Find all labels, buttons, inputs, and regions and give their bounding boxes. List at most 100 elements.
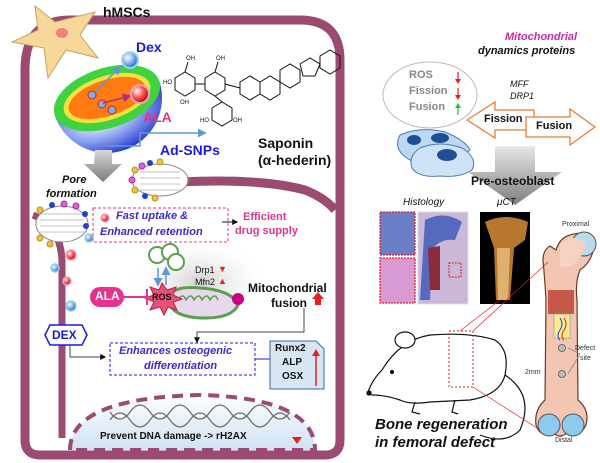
saponin-structure-icon	[174, 49, 341, 127]
mfn2-up-icon: ▲	[218, 276, 227, 286]
rat-defect-box	[448, 330, 474, 388]
pre-osteoblast-label: Pre-osteoblast	[471, 174, 555, 188]
microct-shaft	[497, 248, 510, 300]
uptake-line2: Enhanced retention	[100, 226, 203, 238]
ala-molecule-icon	[62, 276, 72, 286]
dex-molecule-icon	[50, 263, 60, 273]
marker-runx2: Runx2	[275, 343, 306, 354]
nucleus-text: Prevent DNA damage -> rH2AX	[100, 431, 247, 442]
hmsc-nucleus-icon	[56, 28, 68, 38]
rat-icon	[366, 331, 526, 440]
pre-osteoblast-cells-icon	[397, 129, 475, 177]
dex-molecule-icon	[84, 233, 94, 243]
histology-red-region	[428, 246, 440, 290]
membrane-pore-icon	[128, 158, 189, 202]
dex-connector	[69, 345, 107, 360]
cristae-icon	[177, 295, 219, 302]
ala-molecule-icon	[100, 213, 110, 223]
dex-label: Dex	[136, 39, 162, 55]
ala-release-arrow	[102, 93, 132, 104]
rh2ax-down-arrow-icon	[292, 437, 302, 444]
defect-line1: Defect	[575, 345, 596, 352]
dex-hexagon-label: DEX	[52, 328, 77, 342]
caption-line2: in femoral defect	[375, 434, 496, 451]
right-title-line1: Mitochondrial	[505, 31, 578, 43]
mito-fusion-line1: Mitochondrial	[248, 281, 327, 295]
mff-label: MFF	[510, 79, 529, 89]
defect-line2: site	[580, 355, 591, 362]
ala-pill-label: ALA	[95, 289, 120, 303]
femur-icon	[535, 231, 597, 437]
oh-label: OH	[216, 56, 225, 62]
ala-label: ALA	[143, 109, 172, 125]
marker-up-arrowhead-icon	[312, 349, 320, 356]
saponin-label: Saponin	[258, 135, 314, 151]
marker-alp: ALP	[282, 357, 302, 368]
drp1-down-icon: ▼	[218, 264, 227, 274]
histology-label: Histology	[403, 197, 445, 208]
pore-formation-arrow	[84, 150, 122, 182]
cell-label: hMSCs	[103, 4, 151, 20]
proximal-label: Proximal	[562, 221, 590, 228]
drp1-label: Drp1	[195, 265, 215, 275]
saponin-name: (α-hederin)	[258, 152, 332, 168]
ala-molecule-icon	[130, 84, 150, 104]
nucleus	[67, 392, 318, 452]
membrane-pore-icon	[35, 200, 89, 248]
markers-box	[269, 340, 325, 390]
mfn2-label: Mfn2	[195, 277, 216, 287]
dex-hexagon	[44, 324, 88, 346]
hmsc-cell-icon	[10, 4, 100, 80]
pore-label-line2: formation	[46, 188, 97, 200]
saponin-arrow	[105, 128, 207, 147]
rat-to-femur-line	[472, 386, 541, 431]
fission-down-arrow-icon	[455, 88, 461, 100]
pore-label-line1: Pore	[62, 174, 87, 186]
uct-label: μCT	[497, 197, 516, 208]
ros-label: ROS	[152, 292, 172, 302]
histology-inset-bottom	[379, 257, 416, 304]
scale-label: 2mm	[525, 369, 541, 376]
effect-ros: ROS	[409, 69, 433, 81]
mitochondria-small-icon	[148, 243, 185, 271]
dna-helix-icon	[109, 404, 291, 428]
uptake-line1: Fast uptake &	[116, 210, 189, 222]
mito-fusion-line2: fusion	[271, 296, 307, 310]
effect-fission: Fission	[409, 85, 448, 97]
dex-molecule-icon	[121, 51, 139, 69]
rat-to-ct-line	[459, 299, 501, 332]
fusion-connector	[194, 308, 305, 344]
ho-label: HO	[200, 118, 209, 124]
particle-label: Ad-SNPs	[160, 142, 220, 158]
rat-to-femur-line	[472, 261, 549, 332]
fusion-up-arrow-icon	[455, 103, 461, 115]
histology-zoom-box	[448, 262, 462, 278]
fusion-arrow-label: Fusion	[536, 120, 573, 132]
pre-osteoblast-arrow	[468, 146, 562, 205]
efficient-line1: Efficient	[243, 211, 287, 223]
histology-inset-top	[379, 211, 416, 256]
ros-down-arrow-icon	[455, 72, 461, 84]
mfn2-dot-icon	[232, 293, 244, 305]
oh-label: OH	[180, 100, 189, 106]
dex-molecule-icon	[65, 300, 77, 312]
osteo-line2: differentiation	[144, 360, 218, 372]
inner-membrane	[179, 176, 339, 213]
drp1-right-label: DRP1	[510, 91, 535, 101]
fusion-up-arrow-icon	[312, 292, 324, 305]
marker-osx: OSX	[282, 371, 304, 382]
defect-pointer	[567, 347, 581, 375]
ala-pill	[90, 287, 124, 307]
ala-molecule-icon	[65, 249, 77, 261]
uptake-box	[92, 207, 229, 243]
oh-label: OH	[233, 118, 242, 124]
caption-line1: Bone regeneration	[375, 416, 508, 433]
right-title-line2: dynamics proteins	[478, 45, 576, 57]
effect-fusion: Fusion	[409, 101, 446, 113]
oh-label: OH	[186, 56, 195, 62]
ros-burst-icon	[143, 281, 184, 317]
fusion-block-arrow	[525, 107, 597, 147]
ho-label: HO	[163, 80, 172, 86]
distal-label: Distal	[555, 437, 573, 444]
